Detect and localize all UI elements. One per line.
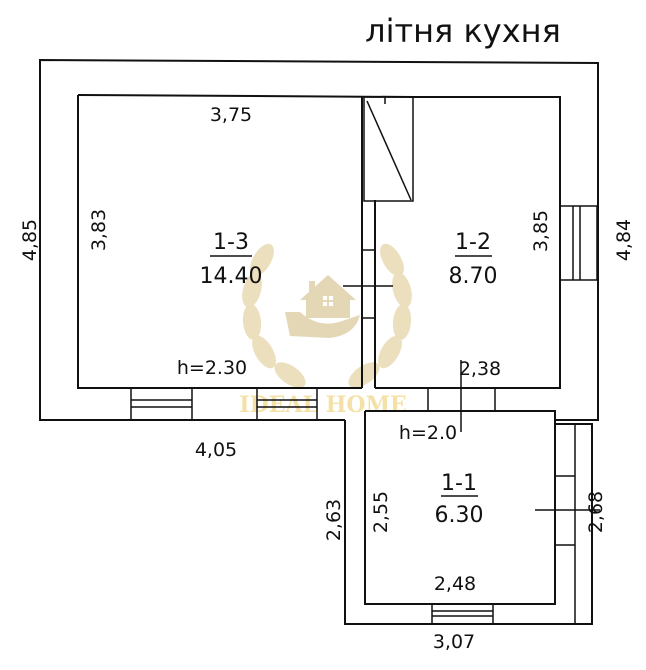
dim-annex-right: 2,68 bbox=[585, 491, 607, 533]
room-height-dim: 3,83 bbox=[88, 209, 110, 251]
annex-walls bbox=[344, 410, 593, 625]
house-in-hand-icon bbox=[285, 275, 360, 338]
leader-lines bbox=[460, 360, 600, 511]
dim-annex-bottom: 3,07 bbox=[433, 631, 475, 653]
room-id: 1-1 bbox=[441, 471, 477, 496]
ceiling-height: h=2.0 bbox=[399, 422, 457, 444]
watermark bbox=[242, 243, 412, 388]
dim-annex-left: 2,63 bbox=[323, 499, 345, 541]
window-bottom-left bbox=[130, 387, 193, 421]
room-id: 1-3 bbox=[213, 230, 249, 255]
room-width: 2,48 bbox=[434, 573, 476, 595]
laurel-wreath-icon bbox=[242, 243, 412, 388]
window-right bbox=[559, 205, 598, 281]
room-height-dim: 3,85 bbox=[530, 210, 552, 252]
room-1-1: h=2.0 1-1 6.30 2,55 2,48 bbox=[370, 422, 483, 595]
room-height-dim: 2,55 bbox=[370, 491, 392, 533]
dim-bottom-main: 4,05 bbox=[195, 439, 237, 461]
dim-right-height: 4,84 bbox=[613, 219, 635, 261]
window-annex-bottom bbox=[431, 603, 494, 625]
dim-left-height: 4,85 bbox=[19, 219, 41, 261]
room-area: 8.70 bbox=[449, 264, 498, 289]
watermark-text: IDEAL HOME bbox=[239, 392, 406, 418]
room-1-3: 3,75 3,83 1-3 14.40 h=2.30 bbox=[88, 104, 262, 379]
door-opening bbox=[343, 249, 393, 319]
room-1-2: 1-2 8.70 3,85 2,38 bbox=[449, 210, 552, 380]
ceiling-height: h=2.30 bbox=[177, 357, 247, 379]
window-bottom-middle bbox=[256, 387, 318, 421]
room-id: 1-2 bbox=[455, 230, 491, 255]
room-area: 6.30 bbox=[435, 503, 484, 528]
room-width: 3,75 bbox=[210, 104, 252, 126]
plan-title: літня кухня bbox=[365, 12, 561, 50]
room-area: 14.40 bbox=[200, 264, 263, 289]
door-bottom-room-1-2 bbox=[427, 388, 496, 411]
closet-block bbox=[363, 96, 414, 202]
main-building-walls bbox=[39, 58, 599, 421]
room-width: 2,38 bbox=[459, 358, 501, 380]
